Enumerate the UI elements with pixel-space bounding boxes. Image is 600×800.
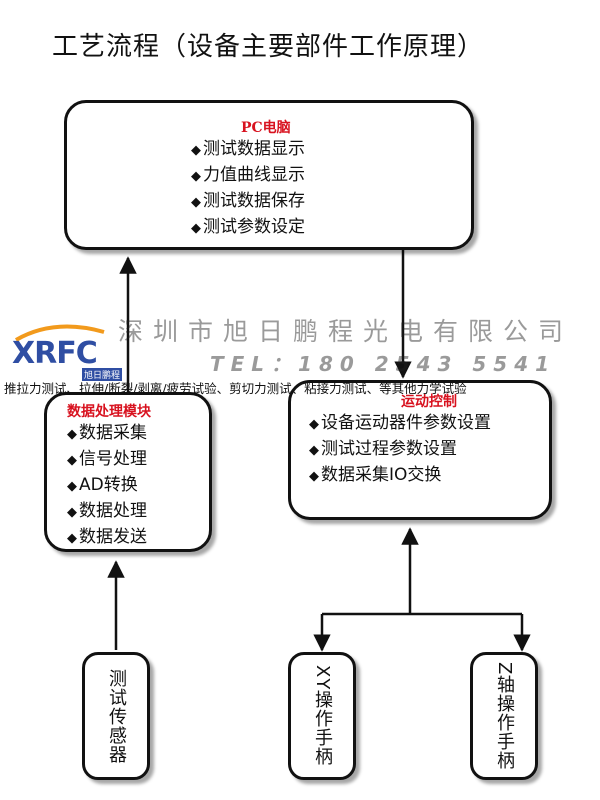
list-item: ◆AD转换 xyxy=(67,475,138,495)
list-item: ◆设备运动器件参数设置 xyxy=(309,413,491,433)
page-title: 工艺流程（设备主要部件工作原理） xyxy=(52,32,485,62)
list-item: ◆信号处理 xyxy=(67,449,147,469)
sensor-label: 测试传感器 xyxy=(106,668,127,764)
data-module-box: 数据处理模块 ◆数据采集 ◆信号处理 ◆AD转换 ◆数据处理 ◆数据发送 xyxy=(44,392,212,552)
list-item: ◆测试数据显示 xyxy=(191,139,305,159)
motion-control-box: 运动控制 ◆设备运动器件参数设置 ◆测试过程参数设置 ◆数据采集IO交换 xyxy=(288,380,552,520)
watermark-logo: XRFC 旭日鹏程 xyxy=(4,318,122,381)
watermark-phone: TEL：180 2543 5541 xyxy=(210,352,557,376)
z-handle-box: Z轴操作手柄 xyxy=(470,652,538,780)
xy-handle-box: XY操作手柄 xyxy=(288,652,356,780)
logo-swoosh-icon xyxy=(14,324,105,342)
list-item: ◆测试数据保存 xyxy=(191,191,305,211)
pc-box: PC电脑 ◆测试数据显示 ◆力值曲线显示 ◆测试数据保存 ◆测试参数设定 xyxy=(64,100,474,250)
sensor-box: 测试传感器 xyxy=(82,652,150,780)
logo-text: XRFC xyxy=(12,336,98,371)
watermark-services: 推拉力测试、拉伸/断裂/剥离/疲劳试验、剪切力测试、粘接力测试、等其他力学试验 xyxy=(4,381,467,396)
logo-subtext: 旭日鹏程 xyxy=(82,368,122,381)
data-module-title: 数据处理模块 xyxy=(67,404,151,420)
list-item: ◆测试参数设定 xyxy=(191,217,305,237)
list-item: ◆数据处理 xyxy=(67,501,147,521)
list-item: ◆数据采集 xyxy=(67,423,147,443)
list-item: ◆数据采集IO交换 xyxy=(309,465,442,485)
z-handle-label: Z轴操作手柄 xyxy=(494,661,515,771)
pc-box-title: PC电脑 xyxy=(241,120,291,136)
watermark-company: 深圳市旭日鹏程光电有限公司 xyxy=(118,317,574,346)
motion-control-title: 运动控制 xyxy=(401,394,457,410)
list-item: ◆力值曲线显示 xyxy=(191,165,305,185)
list-item: ◆数据发送 xyxy=(67,527,147,547)
xy-handle-label: XY操作手柄 xyxy=(312,665,333,767)
list-item: ◆测试过程参数设置 xyxy=(309,439,457,459)
